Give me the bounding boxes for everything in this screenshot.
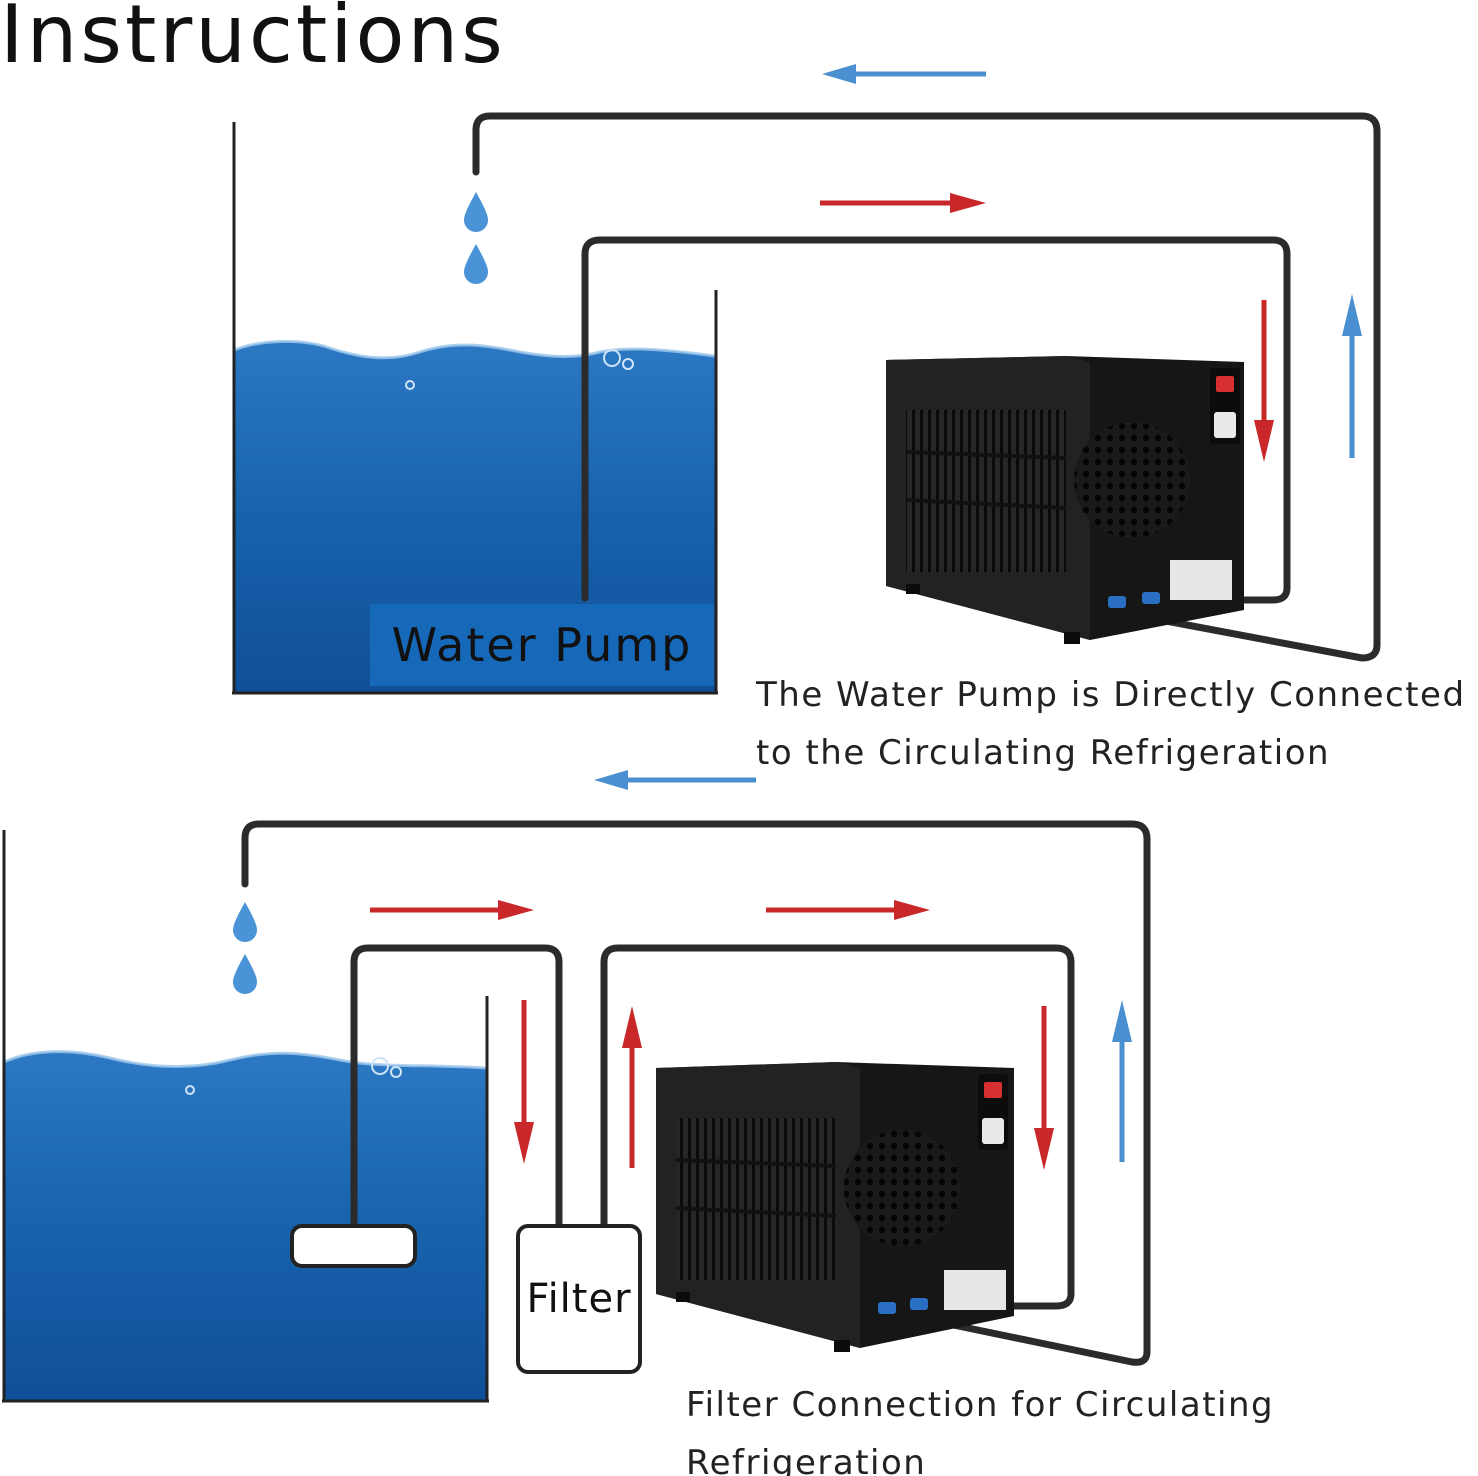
page-title: Instructions — [0, 0, 506, 81]
pipe-return-1 — [472, 112, 1381, 662]
filter-label: Filter — [526, 1276, 632, 1322]
water-pump-label: Water Pump — [370, 604, 714, 686]
filter-box — [516, 1224, 642, 1374]
chiller-unit-icon — [656, 1062, 1014, 1352]
diagram-2 — [2, 770, 1151, 1403]
pipe-return-2 — [241, 820, 1151, 1366]
power-switch-icon — [1216, 376, 1234, 392]
water-drop-icon — [233, 902, 257, 994]
pipe-supply-1 — [581, 236, 1291, 604]
diagram-1 — [232, 64, 1381, 695]
diagram-1-caption: The Water Pump is Directly Connected to … — [756, 675, 1466, 773]
flow-arrow-icon — [820, 64, 1362, 462]
fan-grille-icon — [1074, 422, 1190, 538]
water-tank-2 — [2, 830, 489, 1403]
chiller-unit-icon — [886, 356, 1244, 644]
fan-grille-icon — [844, 1130, 960, 1246]
diagram-2-caption: Filter Connection for Circulating Refrig… — [686, 1385, 1275, 1476]
power-switch-icon — [984, 1082, 1002, 1098]
submersible-pump — [290, 1224, 417, 1268]
pipe-pump-to-filter — [350, 944, 563, 1230]
pipe-filter-to-chiller — [600, 944, 1075, 1310]
water-drop-icon — [464, 192, 488, 284]
flow-arrow-icon — [370, 770, 1132, 1170]
